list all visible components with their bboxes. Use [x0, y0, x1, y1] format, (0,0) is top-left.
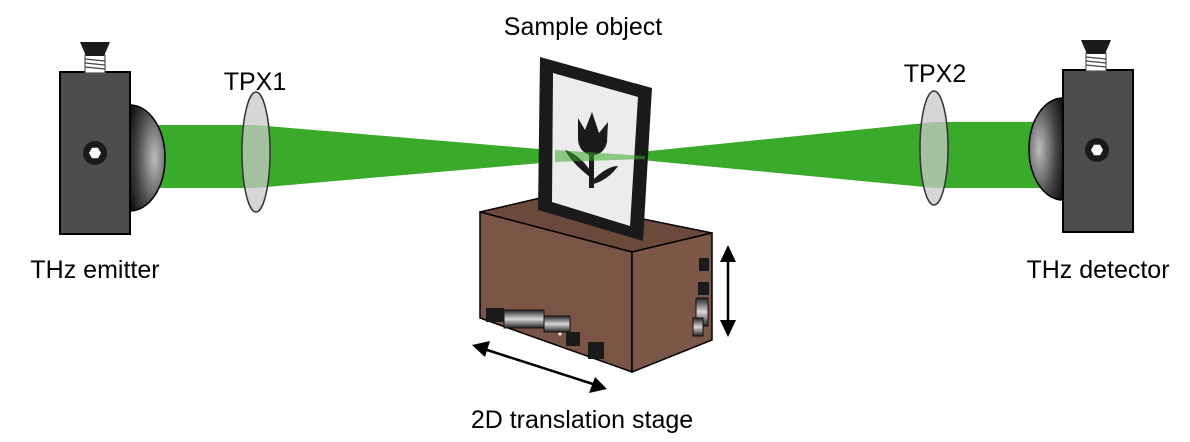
- thz-emitter: [59, 42, 166, 235]
- emitter-port-hex: [89, 147, 101, 159]
- beam-at-focus: [555, 150, 645, 162]
- label-thz-detector: THz detector: [1026, 256, 1169, 284]
- sample-object: [538, 57, 652, 241]
- emitter-connector-cap: [80, 42, 110, 56]
- beam-left-collimated: [150, 125, 255, 188]
- translation-stage: [479, 197, 713, 374]
- beam-diverging: [610, 122, 935, 188]
- label-thz-emitter: THz emitter: [30, 256, 159, 284]
- label-tpx1: TPX1: [224, 68, 287, 96]
- label-translation-stage: 2D translation stage: [471, 406, 693, 434]
- lens-tpx2-icon: [919, 90, 949, 206]
- emitter-connector-thread: [84, 58, 106, 70]
- thz-detector: [1028, 40, 1134, 233]
- label-sample-object: Sample object: [504, 13, 662, 41]
- beam-converging: [255, 125, 610, 188]
- beam-right-collimated: [935, 122, 1045, 188]
- horizontal-double-arrow-icon: [472, 341, 607, 393]
- detector-dome: [1028, 97, 1064, 201]
- stage-side-face: [631, 232, 713, 374]
- thz-beam: [150, 122, 1045, 188]
- detector-connector-cap: [1081, 40, 1111, 54]
- detector-port-hex: [1091, 144, 1103, 156]
- vertical-double-arrow-icon: [720, 245, 736, 337]
- detector-connector-thread: [1085, 56, 1107, 68]
- emitter-dome: [129, 104, 166, 212]
- stage-x-micrometer: [486, 308, 604, 359]
- label-tpx2: TPX2: [904, 60, 967, 88]
- stage-y-micrometer: [692, 258, 709, 337]
- lens-tpx1-icon: [241, 91, 271, 213]
